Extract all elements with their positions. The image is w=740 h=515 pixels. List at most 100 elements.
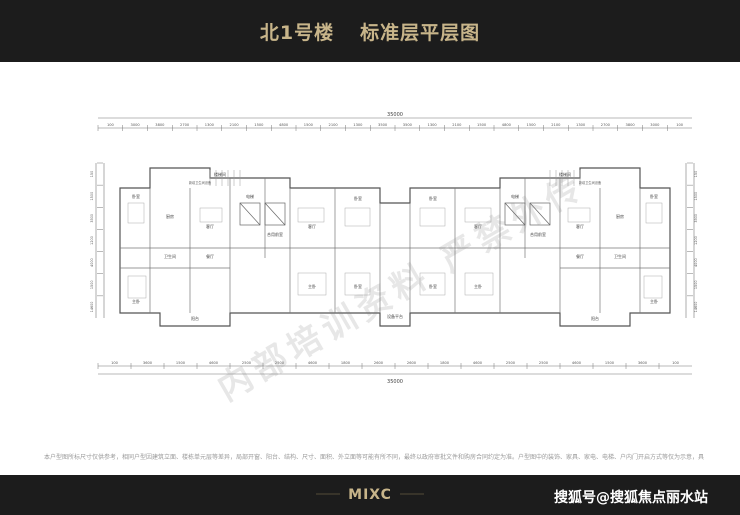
stair-left [209, 170, 241, 186]
bottom-dimension-label: 1500 [176, 361, 186, 365]
left-dimension-label: 150 [90, 171, 94, 177]
room-label: 客厅 [576, 223, 584, 229]
room-label: 电梯 [511, 193, 519, 199]
right-dimension-label: 14600 [694, 302, 698, 313]
header-bar [0, 0, 740, 62]
room-label: 卧室 [354, 195, 362, 201]
top-dimension-label: 1300 [428, 123, 438, 127]
room-label: 卧室 [354, 283, 362, 289]
left-dimension-line [95, 163, 105, 318]
right-dimension-label: 3300 [694, 214, 698, 223]
elevator-core-left [239, 202, 286, 226]
bottom-dimension-label: 1800 [341, 361, 351, 365]
bottom-dimension-label: 4600 [308, 361, 318, 365]
room-label: 楼梯间 [559, 171, 571, 177]
top-dimension-label: 3000 [131, 123, 141, 127]
room-labels: 卧室客厅餐厅厨房卫生间主卧阳台电梯合用前室楼梯间客厅卧室主卧卧室设备平台卧室客厅… [132, 171, 658, 321]
bottom-dimension-label: 4600 [473, 361, 483, 365]
room-label: 卫生间 [164, 253, 176, 259]
top-dimension-label: 3800 [155, 123, 165, 127]
stair-right [549, 170, 581, 186]
top-dimension-label: 1300 [353, 123, 363, 127]
top-dimension-label: 1500 [527, 123, 537, 127]
bottom-total-dimension: 35000 [387, 379, 403, 385]
top-dimension-label: 1500 [477, 123, 487, 127]
right-dimension-label: 1500 [694, 192, 698, 201]
building-name: 北1号楼 [259, 21, 335, 44]
bottom-dimension-label: 4600 [209, 361, 219, 365]
left-dimension-label: 3300 [90, 214, 94, 223]
bottom-dimension-label: 1500 [605, 361, 615, 365]
top-dimension-label: 3000 [650, 123, 660, 127]
bottom-dimension-label: 100 [672, 361, 680, 365]
bottom-dimension-label: 3600 [638, 361, 648, 365]
bottom-dimension-label: 2500 [275, 361, 285, 365]
top-dimension-label: 2100 [329, 123, 339, 127]
room-label: 卧室 [650, 193, 658, 199]
elevator-core-right [504, 202, 551, 226]
floor-plan: 35000 100 3000 3800 2700 1300 2100 1500 4800 150… [90, 112, 698, 385]
furniture [127, 202, 663, 299]
room-label: 卧室 [429, 195, 437, 201]
room-label: 卧室 [132, 193, 140, 199]
left-dimension-label: 1500 [90, 280, 94, 289]
top-dimension-label: 4800 [279, 123, 289, 127]
room-label: 厨房 [616, 213, 624, 219]
top-dimension-label: 100 [676, 123, 684, 127]
top-dimension-label: 3500 [378, 123, 388, 127]
plan-note: 新增卫生间设备 [579, 180, 602, 185]
top-dimension-label: 2700 [180, 123, 190, 127]
left-dimension-label: 4000 [90, 258, 94, 267]
room-label: 电梯 [246, 193, 254, 199]
room-label: 阳台 [591, 315, 599, 321]
room-label: 餐厅 [206, 253, 214, 259]
room-label: 主卧 [132, 298, 140, 304]
top-dimension-label: 2700 [601, 123, 611, 127]
room-label: 客厅 [474, 223, 482, 229]
right-dimension-label: 4000 [694, 258, 698, 267]
bottom-dimension-label: 3600 [143, 361, 153, 365]
top-dimension-label: 100 [107, 123, 115, 127]
right-dimension-line [685, 163, 695, 318]
right-dimension-label: 1500 [694, 280, 698, 289]
bottom-dimension-label: 2500 [242, 361, 252, 365]
bottom-dimension-label: 2500 [539, 361, 549, 365]
top-dimension-label: 2100 [230, 123, 240, 127]
left-dimension-label: 1500 [90, 192, 94, 201]
bottom-dimension-label: 2600 [407, 361, 417, 365]
room-label: 卫生间 [614, 253, 626, 259]
plan-title: 标准层平层图 [360, 21, 481, 44]
top-dimension-label: 3800 [626, 123, 636, 127]
bottom-dimension-label: 4600 [572, 361, 582, 365]
room-label: 合用前室 [267, 231, 283, 237]
right-dimension-label: 150 [694, 171, 698, 177]
room-label: 合用前室 [530, 231, 546, 237]
top-dimension-label: 1300 [205, 123, 215, 127]
top-dimension-label: 2100 [551, 123, 561, 127]
top-dimension-ticks: 100 3000 3800 2700 1300 2100 1500 4800 1500 2100 1… [97, 123, 684, 131]
bottom-dimension-label: 2600 [374, 361, 384, 365]
top-dimension-label: 3500 [403, 123, 413, 127]
top-dimension-label: 1500 [254, 123, 264, 127]
interior-walls [120, 178, 670, 313]
disclaimer-text: 本户型图所标尺寸仅供参考，相同户型因建筑立面、楼栋单元层等差异，局部开窗、阳台、… [44, 454, 704, 461]
top-dimension-label: 1300 [576, 123, 586, 127]
room-label: 设备平台 [387, 313, 403, 319]
room-label: 主卧 [474, 283, 482, 289]
top-dimension-label: 4800 [502, 123, 512, 127]
room-label: 卧室 [429, 283, 437, 289]
bottom-dimension-label: 100 [111, 361, 119, 365]
room-label: 主卧 [650, 298, 658, 304]
source-watermark: 搜狐号@搜狐焦点丽水站 [554, 490, 708, 506]
room-label: 主卧 [308, 283, 316, 289]
building-outline [119, 167, 671, 327]
top-dimension-label: 2100 [452, 123, 462, 127]
bottom-dimension-ticks: 100 3600 1500 4600 2500 2500 4600 1800 2600 2600 1… [97, 361, 680, 369]
mixc-logo: MIXC [316, 487, 424, 503]
room-label: 客厅 [206, 223, 214, 229]
page-title: 北1号楼 标准层平层图 [0, 0, 740, 62]
room-label: 楼梯间 [214, 171, 226, 177]
footer-bar [0, 475, 740, 515]
